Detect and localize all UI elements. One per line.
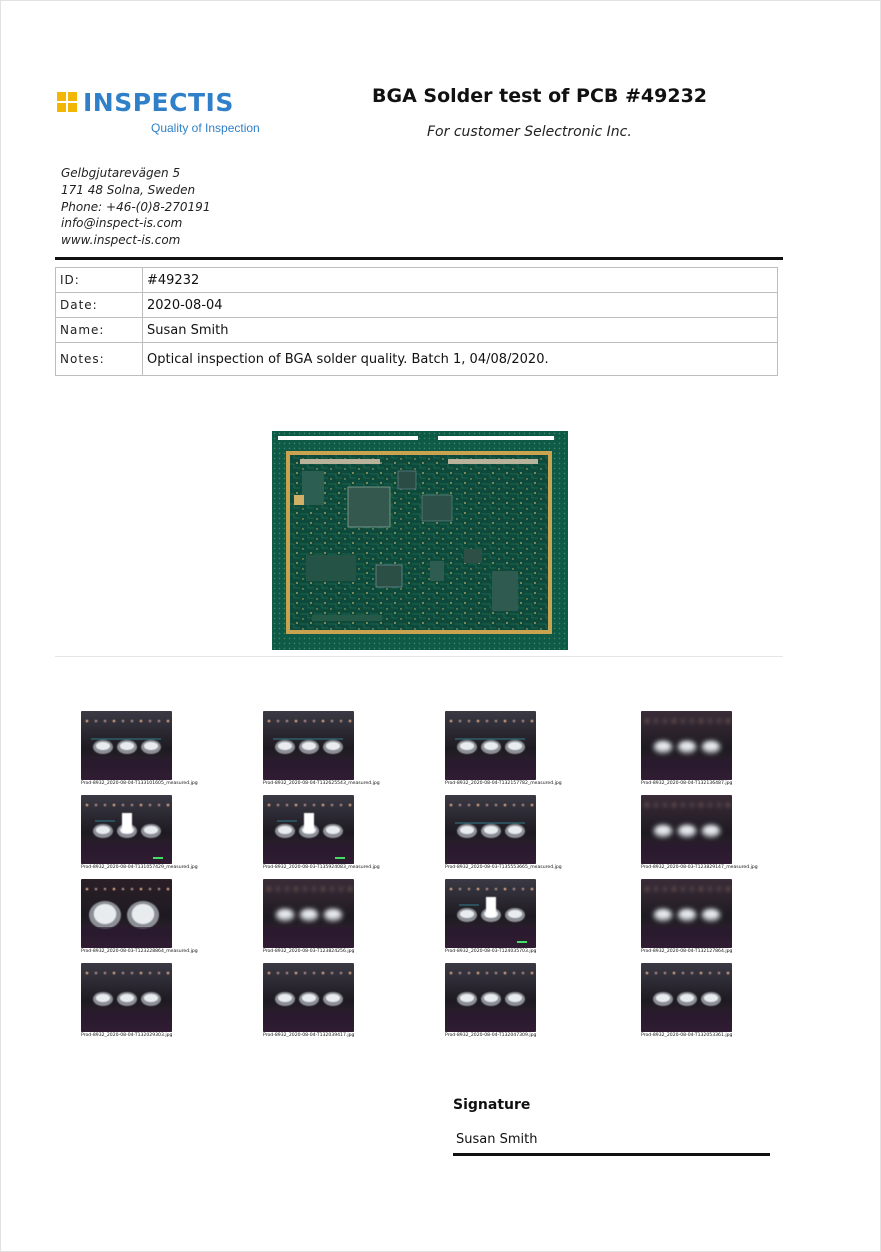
inspection-thumbnail[interactable]	[81, 879, 172, 948]
image-caption: Prod-8932_2020-08-03-T124035703.jpg	[445, 949, 537, 954]
image-caption: Prod-8932_2020-08-04-T132047309.jpg	[445, 1033, 537, 1038]
inspection-thumbnail[interactable]	[641, 879, 732, 948]
pcb-photo	[272, 431, 568, 650]
inspection-thumbnail[interactable]	[445, 711, 536, 780]
image-caption: Prod-8932_2020-08-04-T132127864.jpg	[641, 949, 733, 954]
inspection-thumbnail[interactable]	[81, 963, 172, 1032]
inspection-thumbnail[interactable]	[641, 711, 732, 780]
image-item[interactable]: Prod-8932_2020-08-03-T123824256.jpg	[260, 878, 440, 958]
logo-tagline: Quality of Inspection	[151, 121, 260, 135]
company-address: Gelbgjutarevägen 5 171 48 Solna, Sweden …	[61, 165, 210, 249]
image-caption: Prod-8932_2020-08-03-T135553665_measured…	[445, 865, 562, 870]
info-label: Name:	[55, 317, 143, 343]
table-row: Date: 2020-08-04	[55, 292, 778, 318]
inspection-thumbnail[interactable]	[445, 963, 536, 1032]
image-item[interactable]: Prod-8932_2020-08-03-T135924083_measured…	[260, 794, 440, 874]
info-value: #49232	[142, 267, 778, 293]
image-item[interactable]: Prod-8932_2020-08-04-T132136487.jpg	[638, 710, 818, 790]
image-caption: Prod-8932_2020-08-04-T132053361.jpg	[641, 1033, 733, 1038]
image-caption: Prod-8932_2020-08-04-T132136487.jpg	[641, 781, 733, 786]
image-caption: Prod-8932_2020-08-04-T131057429_measured…	[81, 865, 198, 870]
inspection-thumbnail[interactable]	[81, 795, 172, 864]
table-row: Notes: Optical inspection of BGA solder …	[55, 342, 778, 376]
inspection-thumbnail[interactable]	[81, 711, 172, 780]
image-item[interactable]: Prod-8932_2020-08-04-T132029303.jpg	[78, 962, 258, 1042]
report-info-table: ID: #49232 Date: 2020-08-04 Name: Susan …	[55, 267, 778, 376]
signature-line	[453, 1153, 770, 1156]
image-item[interactable]: Prod-8932_2020-08-03-T123829147_measured…	[638, 794, 818, 874]
image-item[interactable]: Prod-8932_2020-08-04-T132047309.jpg	[442, 962, 622, 1042]
table-row: Name: Susan Smith	[55, 317, 778, 343]
image-caption: Prod-8932_2020-08-04-T132029303.jpg	[81, 1033, 173, 1038]
image-item[interactable]: Prod-8932_2020-08-04-T131057429_measured…	[78, 794, 258, 874]
section-divider	[55, 656, 783, 657]
info-value: Susan Smith	[142, 317, 778, 343]
image-caption: Prod-8932_2020-08-04-T133101605_measured…	[81, 781, 198, 786]
address-street: Gelbgjutarevägen 5	[61, 166, 181, 180]
image-item[interactable]: Prod-8932_2020-08-04-T132053361.jpg	[638, 962, 818, 1042]
image-item[interactable]: Prod-8932_2020-08-03-T123228864_measured…	[78, 878, 258, 958]
image-caption: Prod-8932_2020-08-03-T123829147_measured…	[641, 865, 758, 870]
table-row: ID: #49232	[55, 267, 778, 293]
info-label: Notes:	[55, 342, 143, 376]
image-item[interactable]: Prod-8932_2020-08-04-T132625543_measured…	[260, 710, 440, 790]
inspection-thumbnail[interactable]	[263, 795, 354, 864]
inspection-thumbnail[interactable]	[263, 963, 354, 1032]
image-caption: Prod-8932_2020-08-04-T132625543_measured…	[263, 781, 380, 786]
image-caption: Prod-8932_2020-08-03-T123228864_measured…	[81, 949, 198, 954]
info-label: Date:	[55, 292, 143, 318]
address-web[interactable]: www.inspect-is.com	[61, 233, 181, 248]
inspection-thumbnail[interactable]	[641, 795, 732, 864]
image-caption: Prod-8932_2020-08-03-T123824256.jpg	[263, 949, 355, 954]
image-item[interactable]: Prod-8932_2020-08-04-T132127864.jpg	[638, 878, 818, 958]
inspection-thumbnail[interactable]	[445, 795, 536, 864]
inspection-thumbnail[interactable]	[641, 963, 732, 1032]
address-phone: Phone: +46-(0)8-270191	[61, 199, 211, 214]
company-logo: INSPECTIS Quality of Inspection	[57, 88, 267, 138]
address-city: 171 48 Solna, Sweden	[61, 182, 196, 197]
header-divider	[55, 257, 783, 260]
info-value: Optical inspection of BGA solder quality…	[142, 342, 778, 376]
image-item[interactable]: Prod-8932_2020-08-04-T133101605_measured…	[78, 710, 258, 790]
report-title: BGA Solder test of PCB #49232	[372, 85, 708, 107]
image-item[interactable]: Prod-8932_2020-08-03-T124035703.jpg	[442, 878, 622, 958]
inspection-thumbnail[interactable]	[263, 879, 354, 948]
info-value: 2020-08-04	[142, 292, 778, 318]
signature-label: Signature	[453, 1097, 531, 1113]
inspection-thumbnail[interactable]	[445, 879, 536, 948]
image-caption: Prod-8932_2020-08-04-T132039417.jpg	[263, 1033, 355, 1038]
image-caption: Prod-8932_2020-08-04-T132157782_measured…	[445, 781, 562, 786]
signature-name: Susan Smith	[456, 1132, 538, 1147]
address-email[interactable]: info@inspect-is.com	[61, 216, 183, 231]
logo-wordmark: INSPECTIS	[83, 88, 234, 117]
inspection-image-gallery: Prod-8932_2020-08-04-T133101605_measured…	[78, 710, 798, 1040]
image-item[interactable]: Prod-8932_2020-08-03-T135553665_measured…	[442, 794, 622, 874]
image-item[interactable]: Prod-8932_2020-08-04-T132157782_measured…	[442, 710, 622, 790]
image-caption: Prod-8932_2020-08-03-T135924083_measured…	[263, 865, 380, 870]
info-label: ID:	[55, 267, 143, 293]
inspection-thumbnail[interactable]	[263, 711, 354, 780]
image-item[interactable]: Prod-8932_2020-08-04-T132039417.jpg	[260, 962, 440, 1042]
report-subtitle: For customer Selectronic Inc.	[427, 124, 632, 140]
logo-squares-icon	[57, 92, 77, 112]
